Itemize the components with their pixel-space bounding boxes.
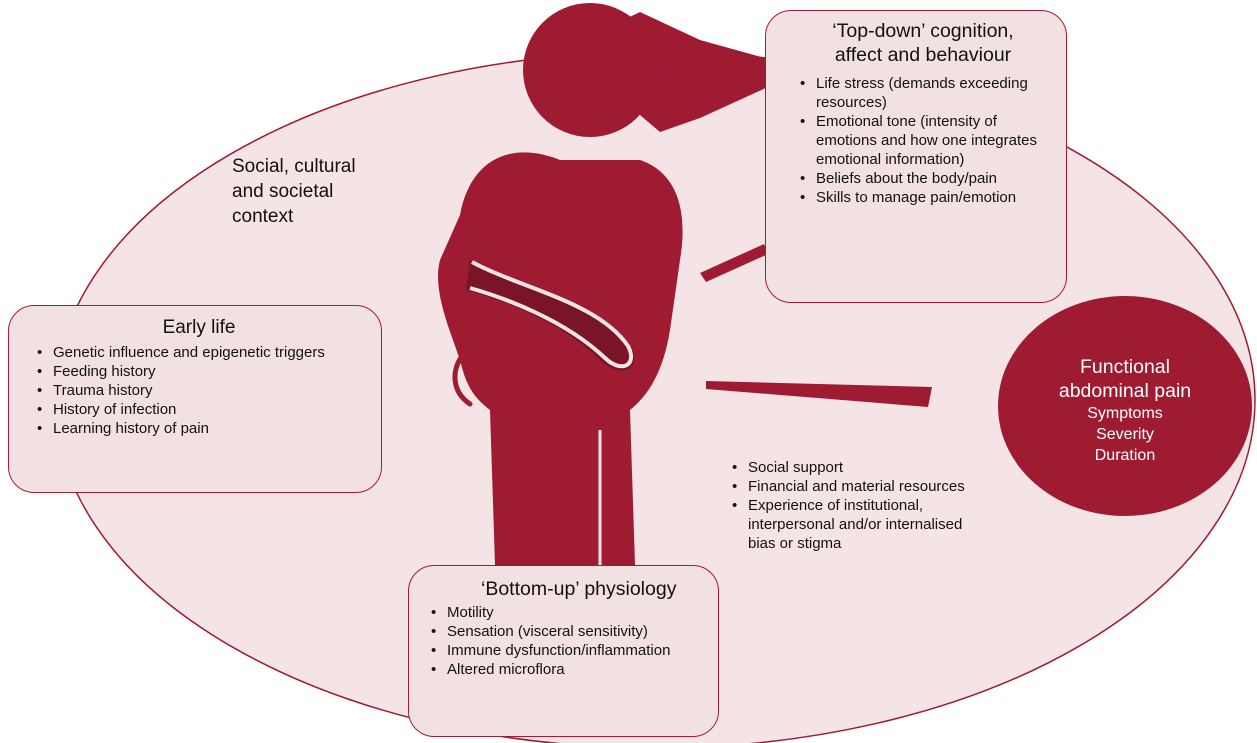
bottom-up-box: ‘Bottom-up’ physiology Motility Sensatio…	[408, 565, 719, 737]
list-item: Immune dysfunction/inflammation	[425, 641, 706, 660]
connector-outcome	[706, 381, 932, 407]
list-item: Social support	[726, 458, 976, 477]
list-item: History of infection	[31, 400, 367, 419]
list-item: Altered microflora	[425, 660, 706, 679]
top-down-title: ‘Top-down’ cognition, affect and behavio…	[794, 19, 1052, 67]
outcome-title-line1: Functional	[1080, 356, 1170, 378]
social-factors-list: Social support Financial and material re…	[726, 458, 976, 553]
outcome-title-line2: abdominal pain	[1058, 380, 1192, 402]
bottom-up-title: ‘Bottom-up’ physiology	[481, 578, 677, 600]
list-item: Feeding history	[31, 362, 367, 381]
top-down-title-line1: ‘Top-down’ cognition,	[832, 20, 1014, 42]
top-down-list: Life stress (demands exceeding resources…	[794, 74, 1052, 207]
outcome-item: Symptoms	[1087, 405, 1163, 422]
list-item: Beliefs about the body/pain	[794, 169, 1052, 188]
list-item: Financial and material resources	[726, 477, 976, 496]
list-item: Learning history of pain	[31, 419, 367, 438]
connector-top-down	[700, 244, 768, 282]
list-item: Genetic influence and epigenetic trigger…	[31, 343, 367, 362]
outcome-circle	[998, 296, 1252, 516]
outcome-item: Severity	[1096, 426, 1154, 443]
list-item: Skills to manage pain/emotion	[794, 188, 1052, 207]
top-down-box: ‘Top-down’ cognition, affect and behavio…	[765, 10, 1067, 303]
early-life-box: Early life Genetic influence and epigene…	[8, 305, 382, 493]
early-life-title: Early life	[162, 317, 236, 338]
early-life-list: Genetic influence and epigenetic trigger…	[31, 343, 367, 438]
context-label: Social, cultural and societal context	[232, 156, 356, 227]
outcome-label: Functional abdominal pain Symptoms Sever…	[1000, 298, 1250, 514]
list-item: Life stress (demands exceeding resources…	[794, 74, 1052, 112]
top-down-title-line2: affect and behaviour	[834, 44, 1012, 66]
outcome-item: Duration	[1094, 447, 1156, 464]
list-item: Sensation (visceral sensitivity)	[425, 622, 706, 641]
list-item: Experience of institutional, interperson…	[726, 496, 976, 553]
bottom-up-list: Motility Sensation (visceral sensitivity…	[425, 603, 706, 679]
list-item: Emotional tone (intensity of emotions an…	[794, 112, 1052, 169]
list-item: Motility	[425, 603, 706, 622]
list-item: Trauma history	[31, 381, 367, 400]
